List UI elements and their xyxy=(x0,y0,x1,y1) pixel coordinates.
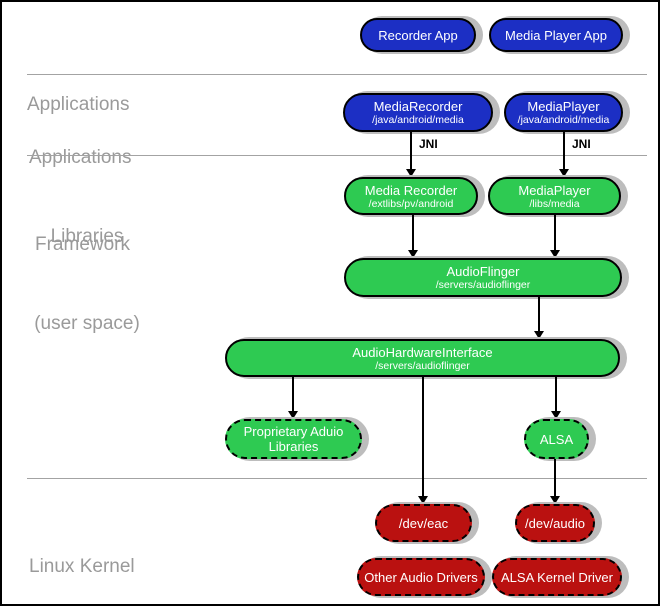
node-recorder-app: Recorder App xyxy=(360,18,476,52)
node-mediaplayer-framework: MediaPlayer /java/android/media xyxy=(504,93,623,132)
layer-label-libraries: Libraries (user space) xyxy=(26,164,148,396)
node-title: /dev/audio xyxy=(525,515,585,531)
layer-label-linux-kernel: Linux Kernel xyxy=(29,494,135,604)
node-subtitle: /servers/audioflinger xyxy=(375,359,470,372)
node-title: Media Player App xyxy=(505,27,607,43)
arrow-jni-recorder xyxy=(410,132,412,169)
arrowhead xyxy=(550,496,560,504)
layer-divider xyxy=(27,74,647,75)
layer-label-line: Libraries xyxy=(50,226,124,247)
node-dev-audio: /dev/audio xyxy=(515,504,595,542)
node-media-player-app: Media Player App xyxy=(489,18,623,52)
arrow-player-to-audioflinger xyxy=(554,215,556,250)
node-subtitle: /java/android/media xyxy=(517,114,610,126)
layer-label-line: Applications xyxy=(27,94,130,115)
node-subtitle: /extlibs/pv/android xyxy=(368,197,454,210)
layer-label-line: (user space) xyxy=(34,313,140,334)
layer-label-applications: Applications xyxy=(27,32,129,177)
layer-divider xyxy=(27,155,647,156)
node-subtitle: /servers/audioflinger xyxy=(435,279,531,291)
node-title: Other Audio Drivers xyxy=(364,569,478,585)
node-alsa: ALSA xyxy=(524,419,589,459)
node-title: AudioFlinger xyxy=(446,264,520,279)
arrow-to-dev-eac xyxy=(422,377,424,496)
node-audiohardwareinterface: AudioHardwareInterface /servers/audiofli… xyxy=(225,339,620,377)
node-title: /dev/eac xyxy=(398,515,449,531)
node-title: MediaPlayer xyxy=(518,182,591,198)
node-title: AudioHardwareInterface xyxy=(352,344,493,360)
arrow-recorder-to-audioflinger xyxy=(412,215,414,250)
arrowhead xyxy=(408,250,418,258)
node-title: Media Recorder xyxy=(364,182,458,198)
layer-label-applications-framework: Applications Framework xyxy=(29,85,131,317)
layer-divider xyxy=(27,478,647,479)
arrowhead xyxy=(550,250,560,258)
node-dev-eac: /dev/eac xyxy=(375,504,472,542)
arrowhead xyxy=(551,411,561,419)
node-title: Libraries xyxy=(268,439,319,454)
node-mediaplayer-lib: MediaPlayer /libs/media xyxy=(488,177,621,215)
node-alsa-kernel-driver: ALSA Kernel Driver xyxy=(492,558,622,596)
node-proprietary-audio-libraries: Proprietary Aduio Libraries xyxy=(225,419,362,459)
arrow-to-proprietary xyxy=(292,377,294,411)
node-mediarecorder-framework: MediaRecorder /java/android/media xyxy=(343,93,493,132)
node-title: MediaPlayer xyxy=(527,99,600,114)
node-title: ALSA Kernel Driver xyxy=(501,569,613,585)
arrow-jni-player xyxy=(563,132,565,169)
arrow-audioflinger-to-hwinterface xyxy=(538,297,540,331)
node-title: MediaRecorder xyxy=(373,99,463,114)
node-subtitle: /libs/media xyxy=(529,197,580,210)
node-media-recorder-lib: Media Recorder /extlibs/pv/android xyxy=(344,177,478,215)
node-subtitle: /java/android/media xyxy=(372,114,464,126)
node-audioflinger: AudioFlinger /servers/audioflinger xyxy=(344,258,622,297)
arrow-alsa-to-dev-audio xyxy=(554,459,556,496)
node-title: Recorder App xyxy=(378,27,458,43)
arrowhead xyxy=(534,331,544,339)
layer-label-line: Framework xyxy=(35,234,131,255)
layer-label-line: Applications xyxy=(29,147,132,168)
node-title: Proprietary Aduio xyxy=(243,424,344,439)
layer-label-line: Linux Kernel xyxy=(29,556,135,577)
arrowhead xyxy=(406,169,416,177)
arrowhead xyxy=(559,169,569,177)
arrowhead xyxy=(418,496,428,504)
jni-label-left: JNI xyxy=(419,137,438,151)
arrowhead xyxy=(288,411,298,419)
jni-label-right: JNI xyxy=(572,137,591,151)
node-title: ALSA xyxy=(539,431,574,447)
node-other-audio-drivers: Other Audio Drivers xyxy=(357,558,485,596)
arrow-to-alsa xyxy=(555,377,557,411)
